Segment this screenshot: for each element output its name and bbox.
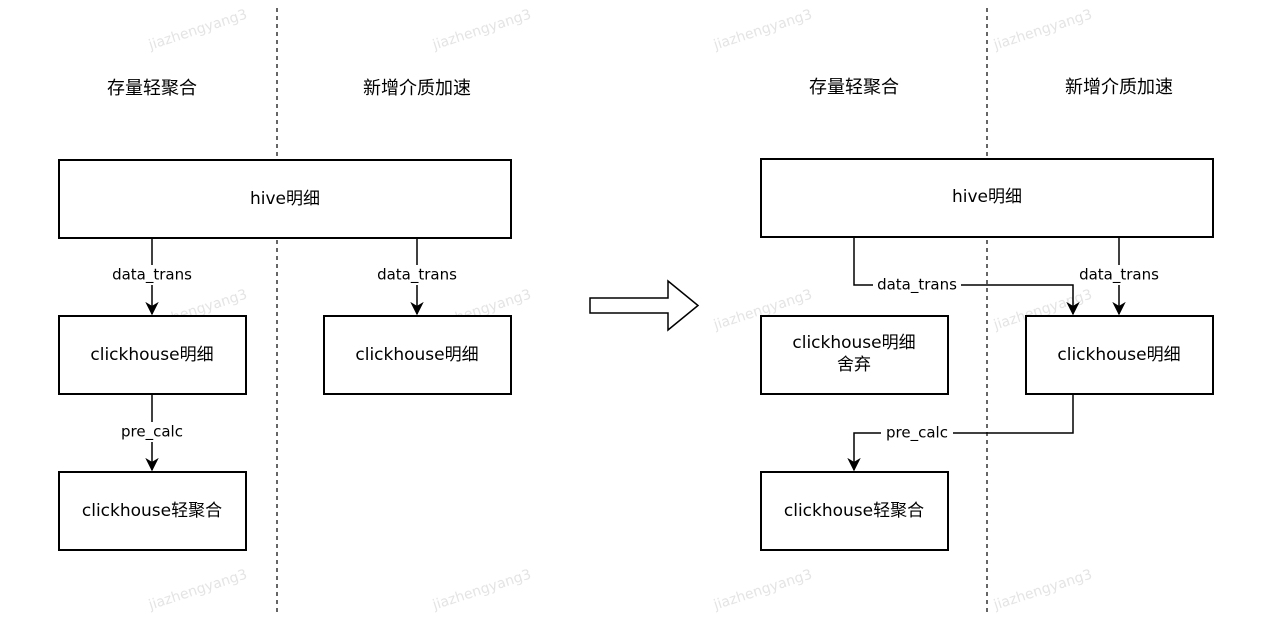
watermark: jiazhengyang3 [146, 7, 249, 54]
node-clickhouse-light-agg-label: clickhouse轻聚合 [784, 501, 924, 521]
node-hive-detail-label: hive明细 [952, 187, 1022, 207]
node-clickhouse-light-agg [760, 471, 949, 551]
column-title-right: 新增介质加速 [363, 78, 471, 99]
watermark: jiazhengyang3 [430, 7, 533, 54]
edge-pre-calc [847, 394, 1074, 472]
node-clickhouse-detail-right-label: clickhouse明细 [355, 345, 478, 365]
node-clickhouse-light-agg [58, 471, 247, 551]
edge-label-bg [108, 265, 196, 285]
node-hive-detail [58, 159, 512, 239]
edge-label-data-trans-right: data_trans [1079, 266, 1159, 285]
node-clickhouse-detail-left [58, 315, 247, 395]
transition-arrow-icon [589, 279, 700, 332]
node-hive-detail [760, 158, 1214, 238]
edge-label-bg [881, 423, 953, 443]
node-clickhouse-light-agg-label: clickhouse轻聚合 [82, 501, 222, 521]
edge-label-data-trans-left: data_trans [877, 276, 957, 295]
edge-label-bg [873, 275, 961, 295]
edge-label-pre-calc: pre_calc [121, 423, 183, 442]
edge-label-bg [373, 265, 461, 285]
node-clickhouse-detail-right [323, 315, 512, 395]
edge-label-data-trans-left: data_trans [112, 266, 192, 285]
edge-data-trans-left [853, 237, 1080, 316]
watermark: jiazhengyang3 [711, 567, 814, 614]
before-diagram: 存量轻聚合 新增介质加速 data_trans data_trans pre_c… [58, 8, 512, 612]
column-title-left: 存量轻聚合 [107, 78, 197, 99]
column-title-right: 新增介质加速 [1065, 77, 1173, 98]
column-title-left: 存量轻聚合 [809, 77, 899, 98]
node-hive-detail-label: hive明细 [250, 189, 320, 209]
after-diagram: 存量轻聚合 新增介质加速 data_trans data_trans pre_c… [760, 8, 1214, 612]
node-clickhouse-detail-right [1025, 315, 1214, 395]
edge-label-bg [1075, 265, 1163, 285]
node-clickhouse-detail-discarded-line1: clickhouse明细 [792, 333, 915, 353]
edge-label-pre-calc: pre_calc [886, 424, 948, 443]
edge-label-data-trans-right: data_trans [377, 266, 457, 285]
node-clickhouse-detail-discarded-line2: 舍弃 [837, 355, 871, 375]
watermark: jiazhengyang3 [991, 567, 1094, 614]
node-clickhouse-detail-right-label: clickhouse明细 [1057, 345, 1180, 365]
watermark: jiazhengyang3 [711, 7, 814, 54]
edge-label-bg [116, 422, 188, 442]
node-clickhouse-detail-left-label: clickhouse明细 [90, 345, 213, 365]
watermark: jiazhengyang3 [146, 567, 249, 614]
watermark: jiazhengyang3 [430, 567, 533, 614]
watermark: jiazhengyang3 [991, 7, 1094, 54]
node-clickhouse-detail-discarded [760, 315, 949, 395]
